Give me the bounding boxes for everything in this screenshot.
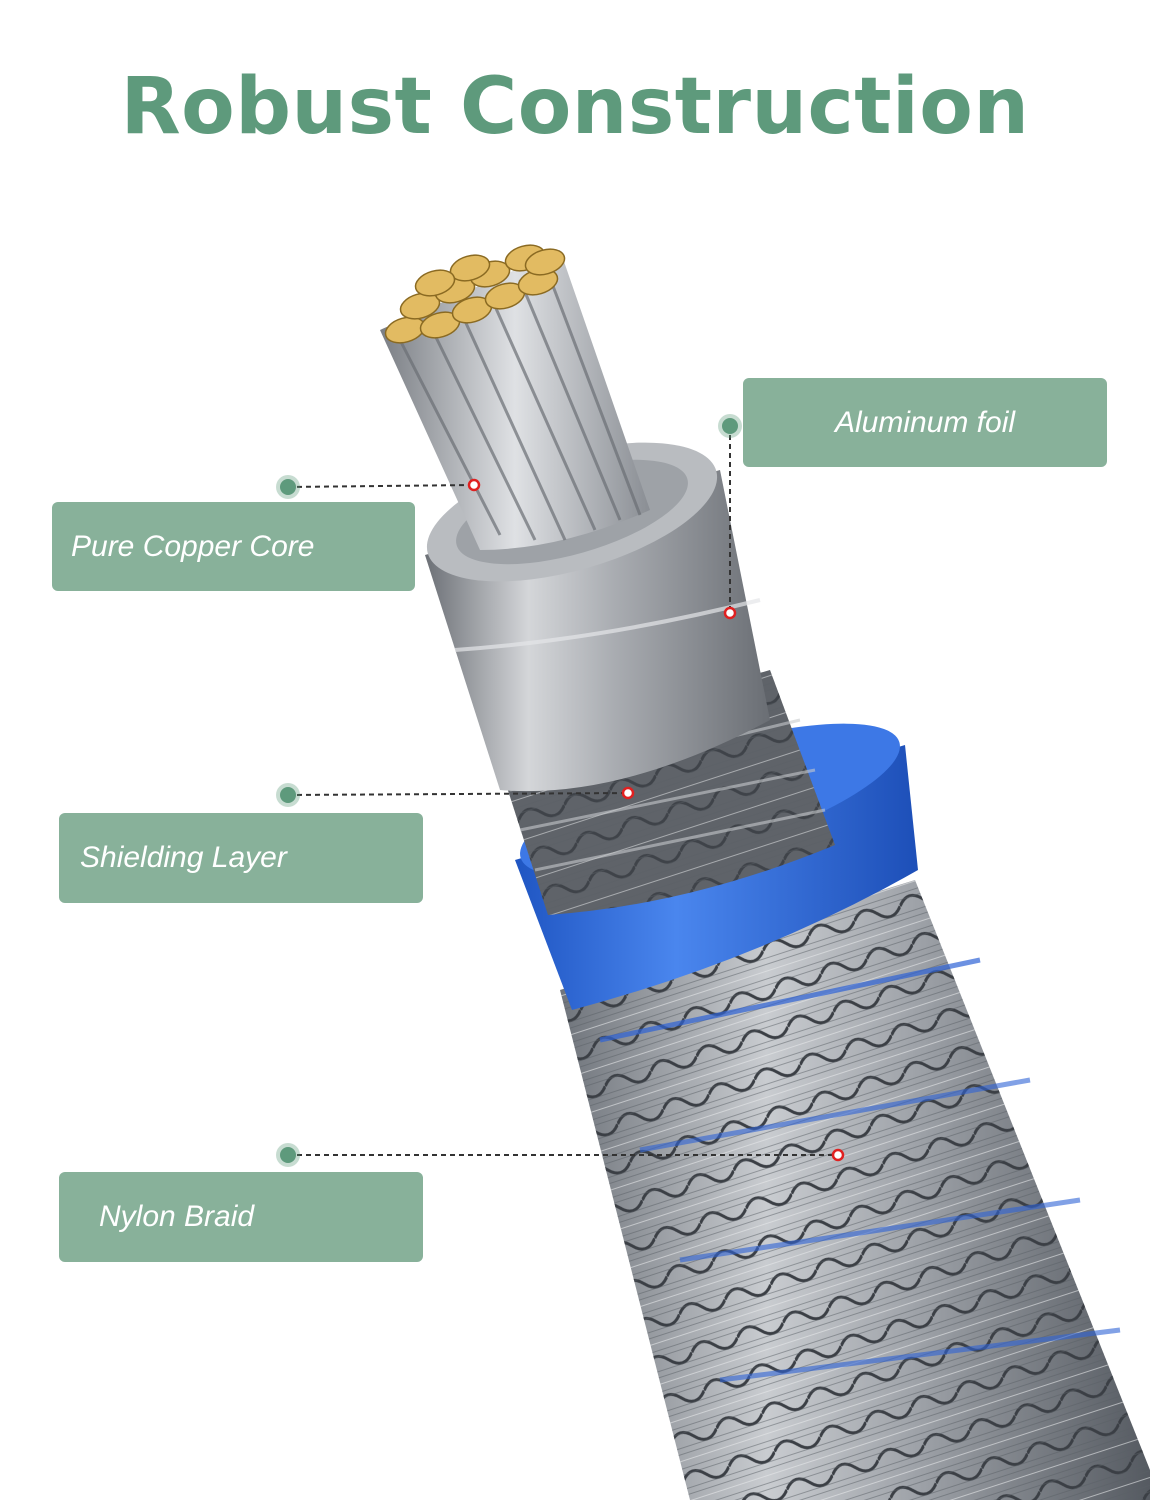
- target-markers: [467, 478, 845, 1162]
- label-aluminum-foil-text: Aluminum foil: [834, 405, 1016, 439]
- label-pure-copper-core-text: Pure Copper Core: [71, 529, 315, 563]
- label-nylon-braid-text: Nylon Braid: [99, 1200, 255, 1233]
- callout-dots: [276, 414, 742, 1167]
- label-nylon-braid: Nylon Braid: [59, 1172, 423, 1262]
- callout-lines: [287, 426, 838, 1156]
- label-pure-copper-core: Pure Copper Core: [52, 502, 415, 591]
- copper-core-graphic: [380, 244, 650, 550]
- page-title: Robust Construction: [120, 62, 1030, 152]
- nylon-braid-graphic: [560, 880, 1150, 1500]
- label-shielding-layer-text: Shielding Layer: [80, 841, 287, 874]
- label-aluminum-foil: Aluminum foil: [743, 378, 1107, 467]
- label-shielding-layer: Shielding Layer: [59, 813, 423, 903]
